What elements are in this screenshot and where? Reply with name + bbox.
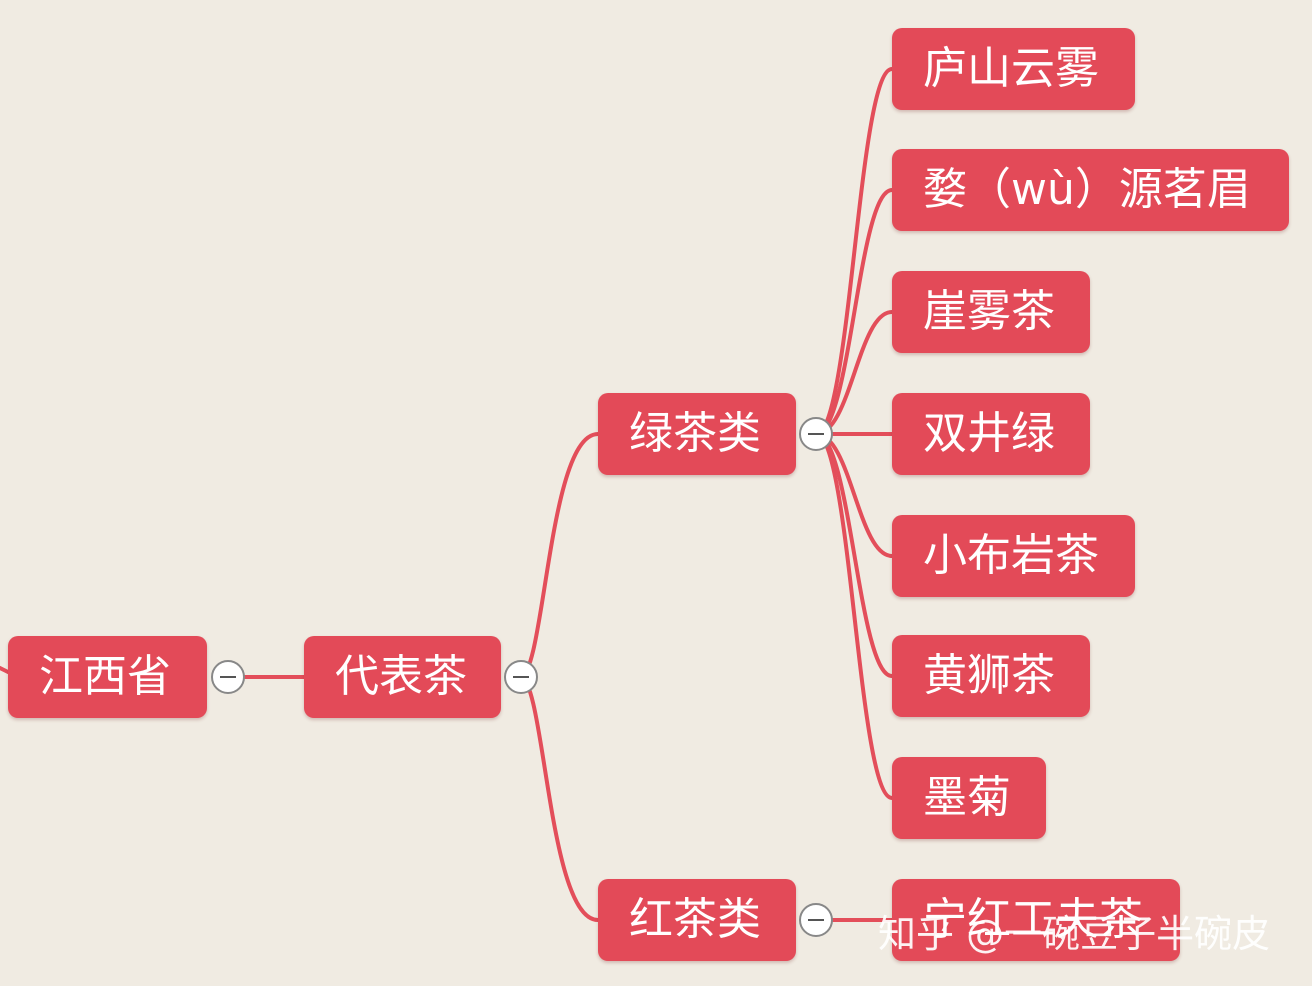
connector-level1-green bbox=[518, 432, 600, 679]
tea-node-xiaobu-yancha[interactable]: 小布岩茶 bbox=[892, 515, 1135, 597]
connector-green-tea-1 bbox=[814, 67, 894, 436]
category-node-red-tea[interactable]: 红茶类 bbox=[598, 879, 796, 961]
tea-node-moju[interactable]: 墨菊 bbox=[892, 757, 1046, 839]
tea-node-yawu-cha[interactable]: 崖雾茶 bbox=[892, 271, 1090, 353]
connector-root-edge bbox=[0, 666, 10, 674]
root-collapse-icon[interactable] bbox=[211, 660, 245, 694]
connector-level1-red bbox=[518, 675, 600, 922]
tea-node-ninghong-gongfu[interactable]: 宁红工夫茶 bbox=[892, 879, 1180, 961]
tea-node-shuangjing-lu[interactable]: 双井绿 bbox=[892, 393, 1090, 475]
tea-node-wuyuan-mingmei[interactable]: 婺（wù）源茗眉 bbox=[892, 149, 1289, 231]
root-node-jiangxi[interactable]: 江西省 bbox=[8, 636, 207, 718]
tea-node-huangshi-cha[interactable]: 黄狮茶 bbox=[892, 635, 1090, 717]
green-tea-collapse-icon[interactable] bbox=[799, 417, 833, 451]
red-tea-collapse-icon[interactable] bbox=[799, 903, 833, 937]
tea-node-lushan-yunwu[interactable]: 庐山云雾 bbox=[892, 28, 1135, 110]
connector-green-tea-6 bbox=[814, 432, 894, 678]
topic-node-representative-tea[interactable]: 代表茶 bbox=[304, 636, 501, 718]
connector-green-tea-7 bbox=[814, 432, 894, 800]
watermark-text: 知乎 @一碗豆子半碗皮 bbox=[878, 912, 1271, 956]
topic-collapse-icon[interactable] bbox=[504, 660, 538, 694]
connector-green-tea-2 bbox=[814, 188, 894, 436]
category-node-green-tea[interactable]: 绿茶类 bbox=[598, 393, 796, 475]
